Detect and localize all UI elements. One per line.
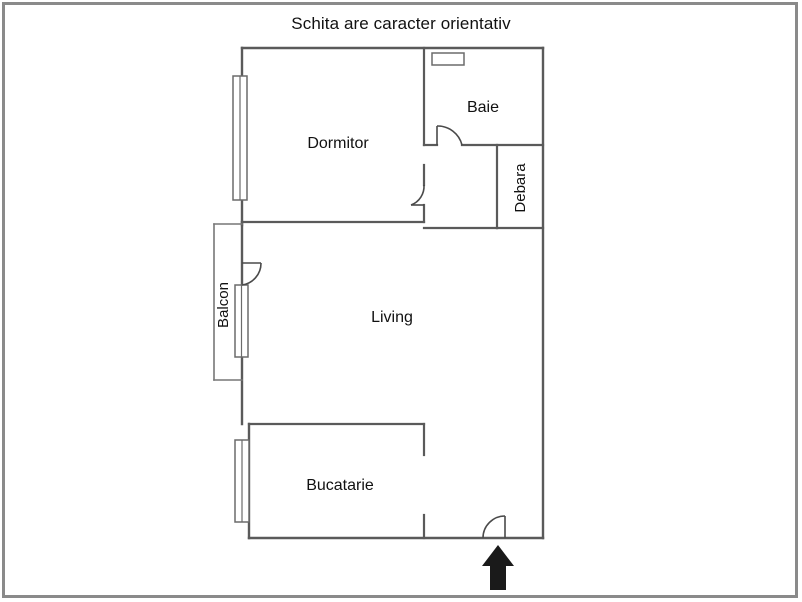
- door-entrance-arc: [482, 515, 506, 539]
- entrance-arrow-shape: [482, 545, 514, 590]
- entrance-direction-arrow: [482, 545, 514, 590]
- room-label-bucatarie: Bucatarie: [306, 477, 374, 494]
- room-label-balcon: Balcon: [215, 282, 232, 328]
- room-label-dormitor: Dormitor: [307, 135, 369, 152]
- wall-group-interior: [240, 46, 545, 540]
- door-baie-arc: [436, 125, 463, 146]
- door-group: [241, 125, 506, 539]
- room-label-debara: Debara: [512, 163, 529, 213]
- room-label-living: Living: [371, 309, 413, 326]
- wall-group-exterior: [240, 46, 545, 540]
- balcony-outline: [213, 223, 243, 381]
- door-dormitor-arc: [410, 184, 425, 206]
- page-title: Schita are caracter orientativ: [291, 14, 511, 33]
- window-group: [232, 52, 465, 523]
- room-label-baie: Baie: [467, 99, 499, 116]
- window-baie: [431, 52, 465, 66]
- door-balcon-arc: [241, 262, 262, 286]
